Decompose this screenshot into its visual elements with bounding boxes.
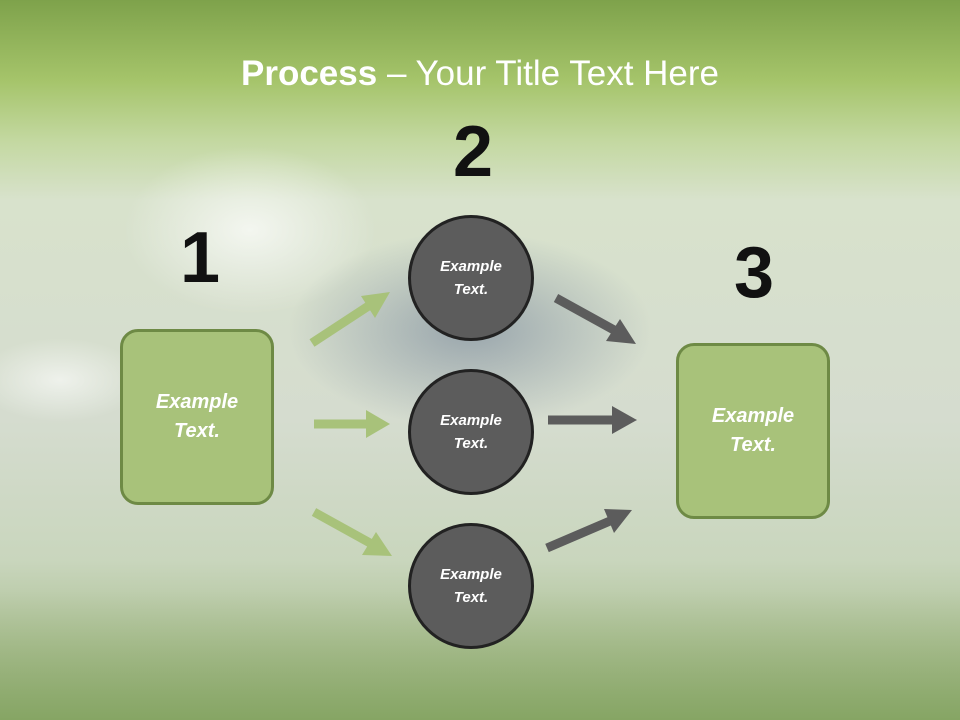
step-number-1: 1	[179, 218, 221, 298]
circle-top-line2: Text.	[453, 281, 489, 298]
title-rest: – Your Title Text Here	[377, 54, 719, 93]
arrow-left-to-bottom	[311, 508, 392, 556]
left-box-line1: Example	[155, 391, 239, 413]
arrow-left-to-top	[309, 292, 390, 347]
title-bold: Process	[241, 54, 378, 93]
slide-title[interactable]: Process – Your Title Text Here	[0, 52, 960, 96]
arrow-top-to-right	[553, 294, 636, 344]
circle-middle-line2: Text.	[453, 435, 489, 452]
arrow-bottom-to-right	[545, 509, 632, 553]
right-box-line2: Text.	[730, 434, 776, 456]
arrow-left-to-middle	[314, 410, 390, 438]
right-box-line1: Example	[711, 405, 795, 427]
step-number-2: 2	[452, 112, 494, 192]
circle-bottom-line2: Text.	[453, 589, 489, 606]
left-box-line2: Text.	[174, 420, 220, 442]
circle-top-line1: Example	[440, 258, 502, 275]
arrow-middle-to-right	[548, 406, 637, 434]
circle-bottom-line1: Example	[440, 566, 502, 583]
step-number-3: 3	[733, 233, 775, 313]
circle-middle-line1: Example	[440, 412, 502, 429]
